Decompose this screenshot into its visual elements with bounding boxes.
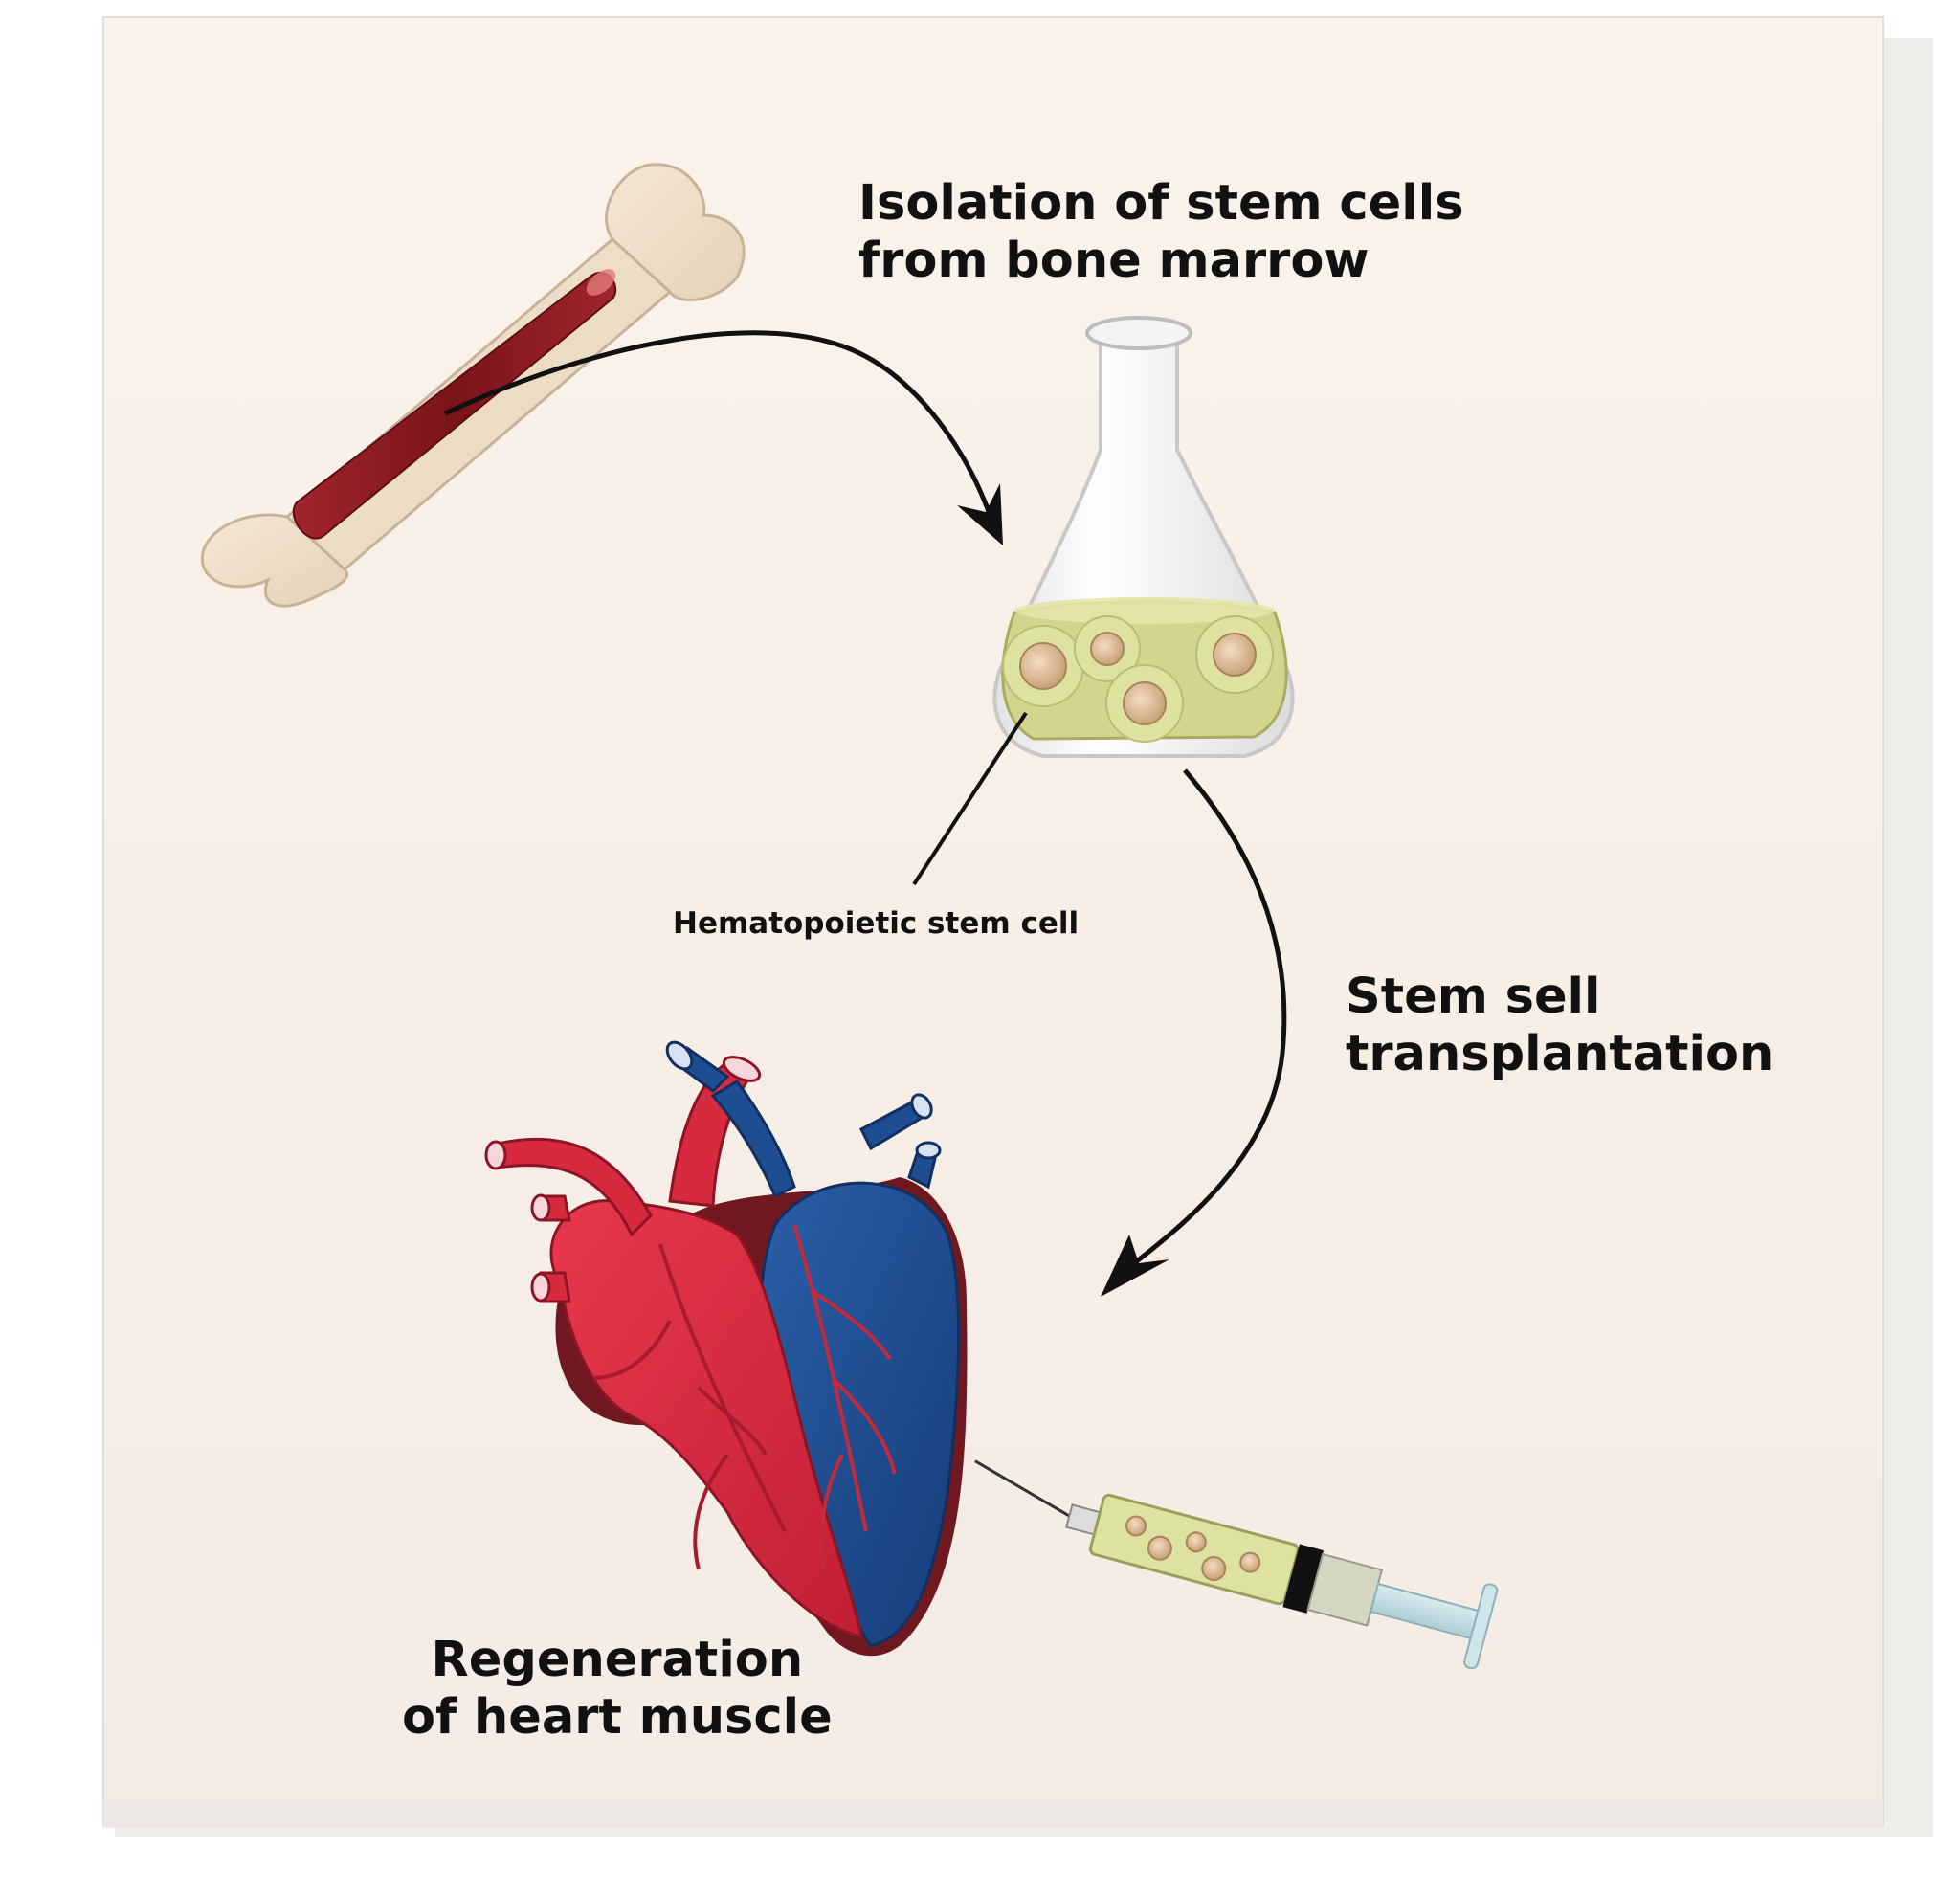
isolation-label-line-1: Isolation of stem cells [858, 175, 1464, 232]
heart-illustration [484, 1040, 968, 1657]
flask-illustration [992, 316, 1295, 758]
arrow-bone-to-flask [443, 330, 1003, 545]
arrow-flask-to-heart [1101, 768, 1287, 1297]
transplantation-label-line-2: transplantation [1346, 1026, 1774, 1082]
stem-cell-group [1002, 615, 1274, 743]
isolation-label-line-2: from bone marrow [858, 233, 1370, 289]
paper-sheet [102, 16, 1933, 1837]
transplantation-label-line-1: Stem sell [1346, 968, 1601, 1025]
regeneration-label: Regeneration of heart muscle [402, 1632, 833, 1747]
bone-illustration [200, 163, 746, 608]
transplantation-label: Stem sell transplantation [1346, 968, 1773, 1083]
leader-line [912, 711, 1028, 886]
syringe-illustration [974, 1459, 1499, 1670]
regeneration-label-line-2: of heart muscle [402, 1689, 833, 1746]
regeneration-label-line-1: Regeneration [431, 1632, 804, 1688]
isolation-label: Isolation of stem cells from bone marrow [858, 175, 1464, 290]
hematopoietic-label: Hematopoietic stem cell [673, 906, 1080, 941]
